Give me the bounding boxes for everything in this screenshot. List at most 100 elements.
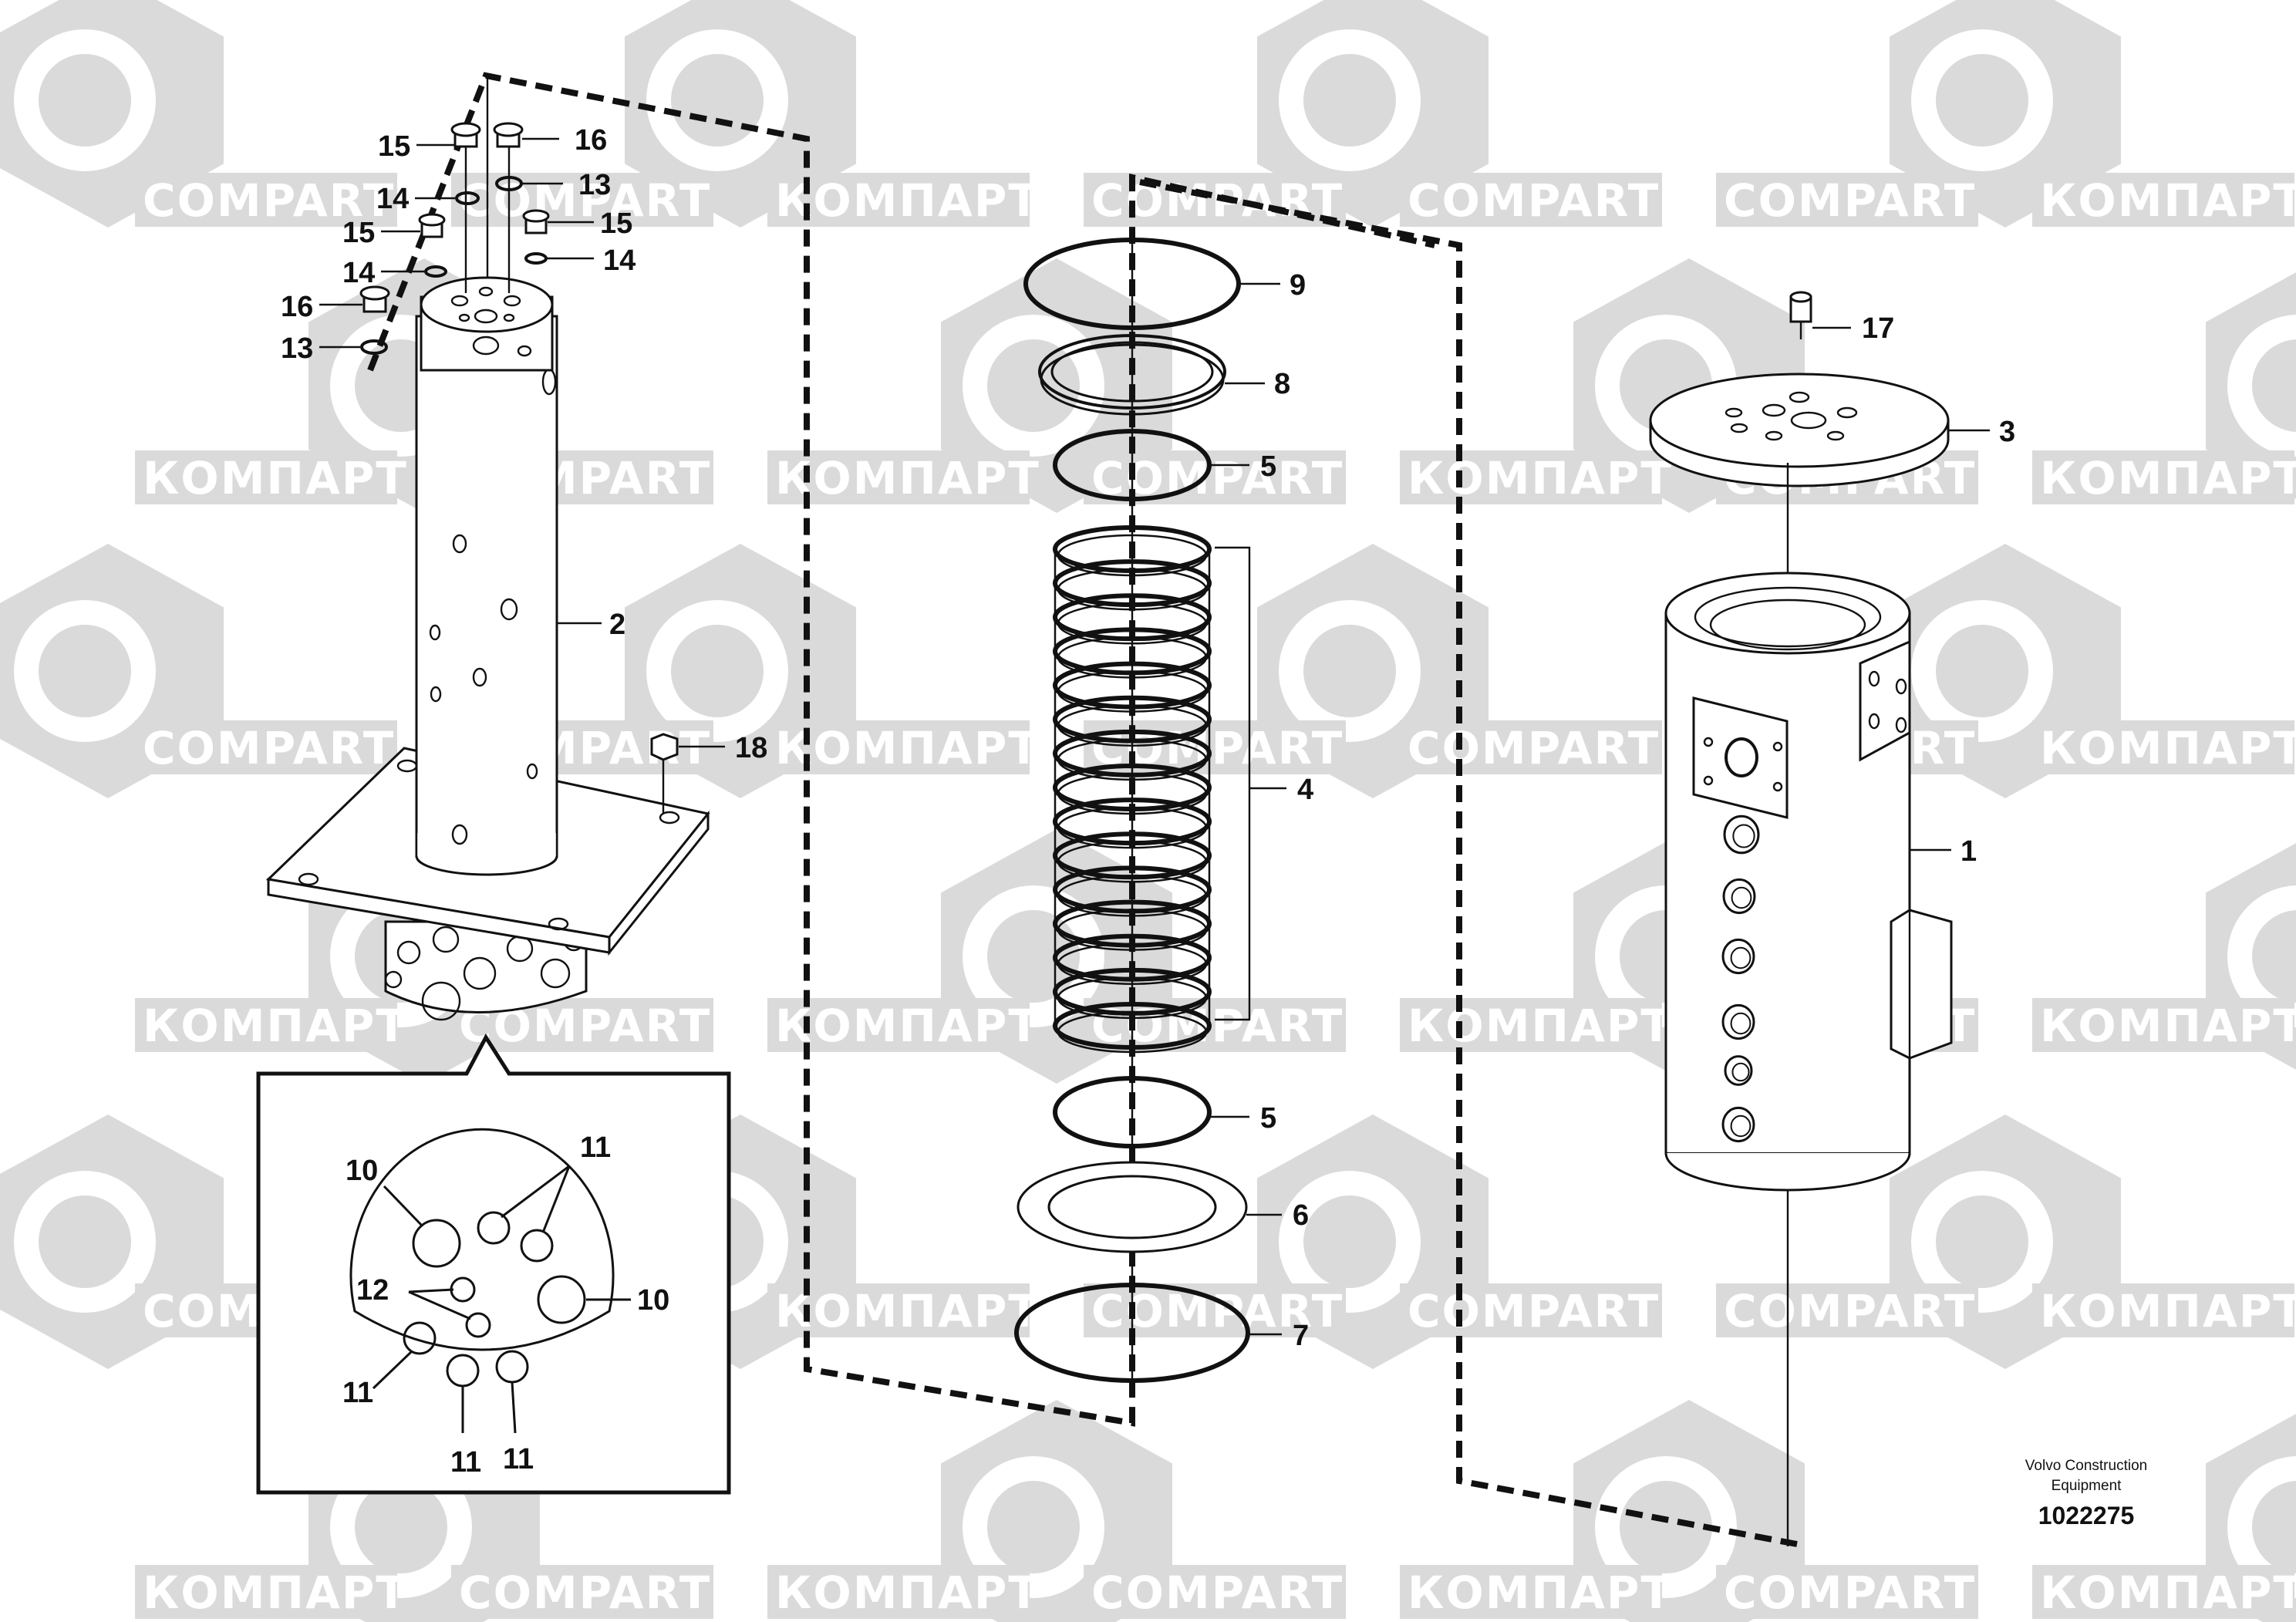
- spring-coil-inner: [1057, 875, 1208, 917]
- watermark-ring-core: [671, 54, 764, 147]
- watermark-text: КОМПАРТ: [143, 452, 408, 504]
- watermark-ring-core: [987, 339, 1080, 432]
- callout-7: 7: [1293, 1320, 1309, 1352]
- cover-plate-holes: [1725, 391, 1858, 441]
- middle-leaders: [1209, 282, 1286, 1336]
- callout-15: 15: [600, 207, 632, 240]
- spring-coil-inner: [1057, 772, 1208, 815]
- o-ring-7: [1014, 1283, 1250, 1383]
- watermark-banner: [2032, 1565, 2294, 1619]
- watermark-banner: [1400, 720, 1662, 774]
- callout-9: 9: [1290, 269, 1306, 302]
- callout-15: 15: [378, 130, 410, 163]
- watermark-banner: [1716, 1565, 1978, 1619]
- watermark-text: COMPART: [1724, 174, 1976, 227]
- callout-2: 2: [609, 609, 625, 641]
- watermark-ring-core: [39, 54, 131, 147]
- watermark-text: КОМПАРТ: [1408, 1566, 1673, 1619]
- spring-coil-inner: [1057, 909, 1208, 951]
- callout-10: 10: [637, 1284, 669, 1317]
- watermark-text: КОМПАРТ: [2040, 1285, 2296, 1337]
- fittings-13-16: [319, 122, 594, 355]
- watermark-banner: [1400, 1565, 1662, 1619]
- callout-3: 3: [1999, 416, 2015, 448]
- watermark-banner: [767, 998, 1030, 1052]
- spring-coil-inner: [1057, 602, 1208, 645]
- part-2-shaft-assembly: [265, 276, 710, 1021]
- port-block: [384, 920, 588, 1013]
- shaft-tube-base-mask: [417, 833, 556, 856]
- shaft-head-top: [420, 276, 554, 333]
- watermark-ring-core: [39, 1195, 131, 1288]
- watermark-banner: [1400, 450, 1662, 504]
- watermark-banner: [451, 1565, 713, 1619]
- seal-14-middle: [424, 265, 447, 278]
- watermark-text: COMPART: [459, 1566, 711, 1619]
- watermark-text: COMPART: [1408, 1285, 1660, 1337]
- housing-port-bore: [1732, 824, 1755, 848]
- callout-14: 14: [603, 244, 636, 277]
- callout-12: 12: [356, 1274, 389, 1307]
- housing-port: [1721, 1003, 1755, 1040]
- watermark-text: COMPART: [143, 174, 395, 227]
- seal-13-left: [360, 339, 388, 355]
- side-bracket: [1890, 909, 1953, 1060]
- watermark-banner: [135, 450, 397, 504]
- watermark-text: КОМПАРТ: [143, 1000, 408, 1052]
- callout-5: 5: [1260, 1102, 1276, 1135]
- watermark-banner: [135, 1565, 397, 1619]
- watermark-banner: [2032, 998, 2294, 1052]
- watermark-banner: [767, 720, 1030, 774]
- callout-8: 8: [1274, 368, 1290, 400]
- part-3-cover-plate: [1649, 373, 1990, 487]
- diagram-caption: Volvo Construction Equipment 1022275: [2025, 1458, 2147, 1529]
- spring-coil-inner: [1057, 943, 1208, 985]
- watermark-banner: [2032, 450, 2294, 504]
- watermark-banner: [451, 173, 713, 227]
- housing-port-bore: [1730, 1012, 1752, 1035]
- housing-port: [1721, 938, 1755, 975]
- housing-port-bore: [1731, 1062, 1750, 1082]
- plug-16-left: [359, 285, 390, 313]
- watermark-banner: [1400, 998, 1662, 1052]
- watermark-ring-core: [1936, 54, 2028, 147]
- watermark-text: КОМПАРТ: [1408, 1000, 1673, 1052]
- watermark-text: КОМПАРТ: [2040, 174, 2296, 227]
- watermark-banner: [1084, 1283, 1346, 1337]
- watermark-text: КОМПАРТ: [775, 1285, 1040, 1337]
- washer-6: [1017, 1161, 1248, 1253]
- watermark-text: COMPART: [1091, 1566, 1344, 1619]
- callout-13: 13: [578, 169, 611, 201]
- watermark-banner: [1716, 1283, 1978, 1337]
- seal-14-right: [524, 252, 548, 265]
- watermark-text: КОМПАРТ: [775, 174, 1040, 227]
- watermark-ring-core: [671, 625, 764, 717]
- document-number: 1022275: [2038, 1502, 2135, 1529]
- watermark-text: КОМПАРТ: [1408, 452, 1673, 504]
- watermark-banner: [2032, 1283, 2294, 1337]
- callout-10: 10: [346, 1155, 378, 1187]
- watermark-text: КОМПАРТ: [2040, 722, 2296, 774]
- plug-15-top: [450, 122, 481, 148]
- watermark-ring-core: [987, 1481, 1080, 1573]
- watermark-text: COMPART: [1724, 1566, 1976, 1619]
- watermark-text: COMPART: [1408, 722, 1660, 774]
- callout-14: 14: [342, 257, 375, 289]
- housing-port-bore: [1730, 946, 1752, 969]
- watermark-banner: [767, 450, 1030, 504]
- watermark-ring-core: [355, 1481, 447, 1573]
- watermark-text: КОМПАРТ: [2040, 1000, 2296, 1052]
- watermark-ring-core: [1936, 1195, 2028, 1288]
- watermark-banner: [135, 998, 397, 1052]
- shaft-head-holes: [450, 286, 532, 357]
- watermark-banner: [1400, 1283, 1662, 1337]
- o-ring-5-lower: [1053, 1076, 1212, 1148]
- watermark-banner: [135, 173, 397, 227]
- callout-11: 11: [342, 1377, 373, 1409]
- callout-1: 1: [1961, 835, 1977, 868]
- part-17-bolt: [1789, 291, 1851, 339]
- watermark-ring-core: [2252, 910, 2296, 1003]
- watermark-banner: [1400, 173, 1662, 227]
- watermark-text: КОМПАРТ: [775, 1000, 1040, 1052]
